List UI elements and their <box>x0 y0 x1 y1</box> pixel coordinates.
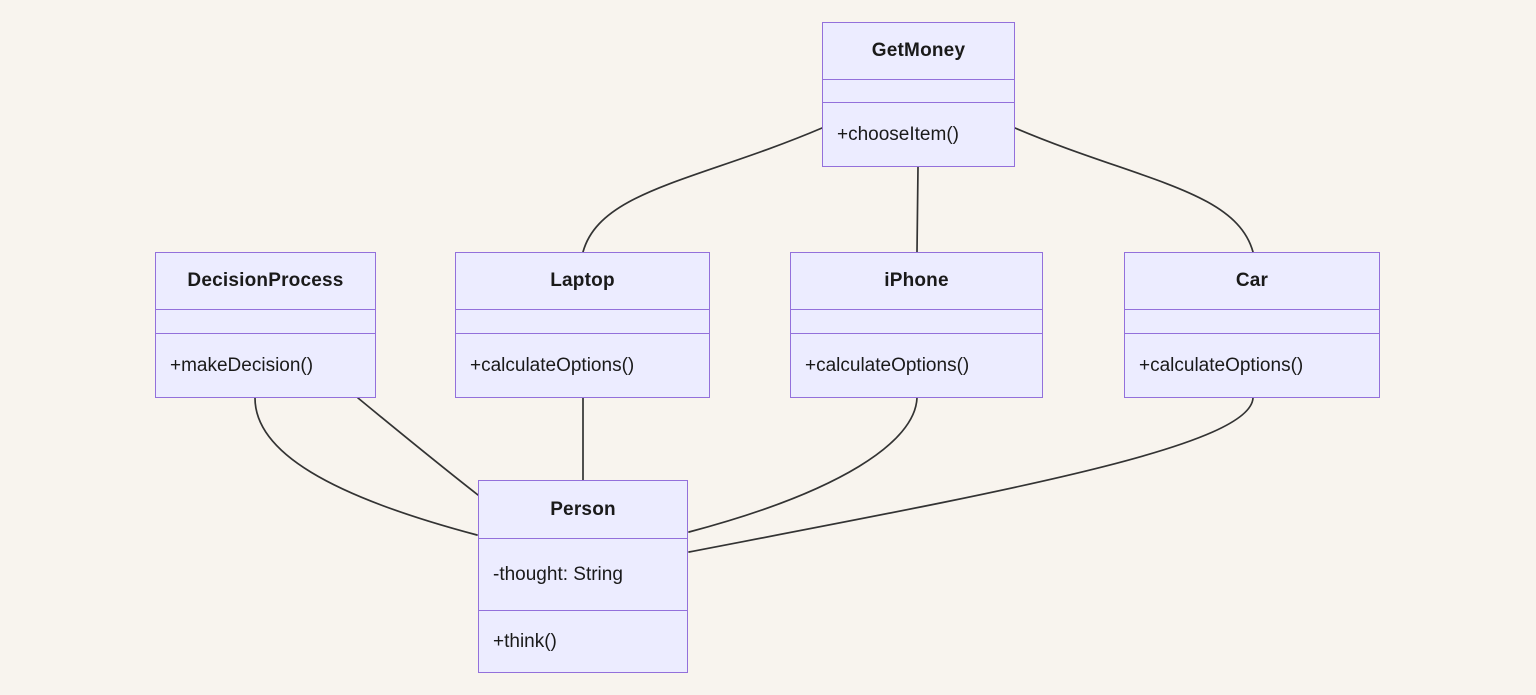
class-title: Laptop <box>456 253 709 310</box>
class-methods: +calculateOptions() <box>456 334 709 397</box>
class-attributes: -thought: String <box>479 539 687 611</box>
class-attributes-empty <box>823 80 1014 103</box>
class-method: +makeDecision() <box>170 354 314 376</box>
class-title: GetMoney <box>823 23 1014 80</box>
class-methods: +makeDecision() <box>156 334 375 397</box>
class-attributes-empty <box>456 310 709 334</box>
class-decisionprocess[interactable]: DecisionProcess +makeDecision() <box>155 252 376 398</box>
edge-getmoney-car <box>1014 127 1254 253</box>
class-attributes-empty <box>1125 310 1379 334</box>
class-iphone[interactable]: iPhone +calculateOptions() <box>790 252 1043 398</box>
class-method: +think() <box>493 630 557 652</box>
class-attributes-empty <box>791 310 1042 334</box>
class-attribute: -thought: String <box>493 563 623 585</box>
class-title: Car <box>1125 253 1379 310</box>
class-methods: +calculateOptions() <box>791 334 1042 397</box>
class-methods: +think() <box>479 611 687 672</box>
edge-decisionprocess-person-1 <box>254 397 478 536</box>
edge-getmoney-laptop <box>582 127 823 253</box>
class-attributes-empty <box>156 310 375 334</box>
class-getmoney[interactable]: GetMoney +chooseItem() <box>822 22 1015 167</box>
class-method: +calculateOptions() <box>470 354 635 376</box>
class-title: DecisionProcess <box>156 253 375 310</box>
edge-iphone-person <box>688 397 918 533</box>
class-method: +calculateOptions() <box>1139 354 1304 376</box>
edge-car-person <box>688 397 1254 553</box>
class-methods: +calculateOptions() <box>1125 334 1379 397</box>
class-title: iPhone <box>791 253 1042 310</box>
edge-decisionprocess-person-2 <box>357 397 479 496</box>
class-person[interactable]: Person -thought: String +think() <box>478 480 688 673</box>
class-car[interactable]: Car +calculateOptions() <box>1124 252 1380 398</box>
class-methods: +chooseItem() <box>823 103 1014 166</box>
class-title: Person <box>479 481 687 539</box>
edge-getmoney-iphone <box>916 166 919 253</box>
class-method: +chooseItem() <box>837 123 959 145</box>
class-laptop[interactable]: Laptop +calculateOptions() <box>455 252 710 398</box>
class-method: +calculateOptions() <box>805 354 970 376</box>
